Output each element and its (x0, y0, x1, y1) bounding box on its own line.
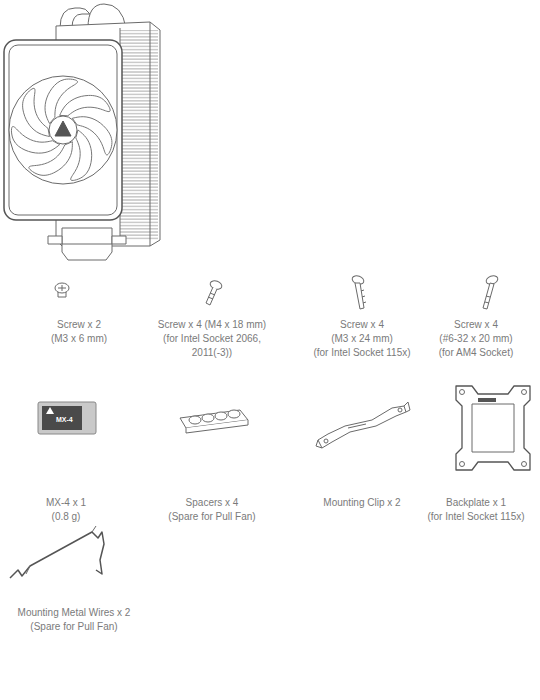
part-name: MX-4 x 1 (6, 496, 126, 510)
part-spec: (0.8 g) (6, 510, 126, 524)
part-name: Screw x 4 (416, 318, 536, 332)
part-note: (for Intel Socket 2066, 2011(-3)) (148, 332, 276, 360)
spacer-bar (180, 410, 248, 433)
part-name: Screw x 2 (4, 318, 154, 332)
part-note: (for AM4 Socket) (416, 346, 536, 360)
part-note: (for Intel Socket 115x) (292, 346, 432, 360)
part-note: (for Intel Socket 115x) (416, 510, 536, 524)
part-note: (Spare for Pull Fan) (137, 510, 287, 524)
screw-short (55, 283, 69, 297)
screw-am4 (483, 274, 499, 309)
part-name: Spacers x 4 (137, 496, 287, 510)
part-name: Screw x 4 (292, 318, 432, 332)
mounting-wire (10, 526, 104, 578)
cooler-base (48, 228, 126, 260)
package-text: MX-4 (56, 415, 73, 424)
part-note: (Spare for Pull Fan) (4, 620, 144, 634)
mounting-clip (316, 402, 410, 448)
part-name: Backplate x 1 (416, 496, 536, 510)
part-spec: (#6-32 x 20 mm) (416, 332, 536, 346)
part-name: Mounting Clip x 2 (292, 496, 432, 510)
part-spec: (M3 x 6 mm) (4, 332, 154, 346)
screw-m4 (206, 279, 223, 305)
fan-blade (60, 95, 110, 115)
thermal-paste (38, 402, 96, 434)
screw-m3-long (351, 274, 366, 309)
fan (4, 40, 122, 220)
part-spec: (M3 x 24 mm) (292, 332, 432, 346)
backplate (456, 386, 530, 470)
part-name: Screw x 4 (M4 x 18 mm) (137, 318, 287, 332)
fan-blade (72, 117, 112, 155)
part-name: Mounting Metal Wires x 2 (4, 606, 144, 620)
